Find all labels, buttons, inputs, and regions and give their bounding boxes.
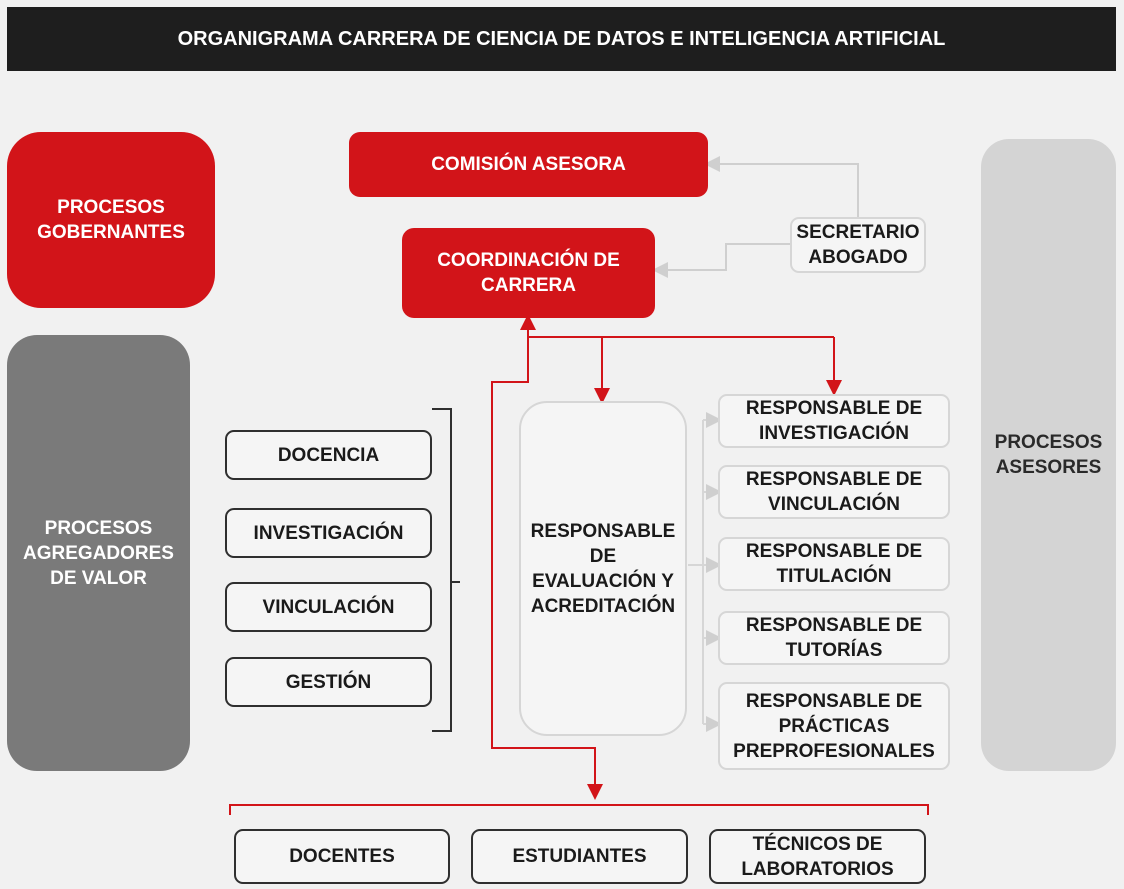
area-docencia-box: DOCENCIA	[225, 430, 432, 480]
estudiantes-box: ESTUDIANTES	[471, 829, 688, 884]
area-investigacion-box: INVESTIGACIÓN	[225, 508, 432, 558]
tecnicos-laboratorios-box: TÉCNICOS DE LABORATORIOS	[709, 829, 926, 884]
responsable-investigacion-box: RESPONSABLE DE INVESTIGACIÓN	[718, 394, 950, 448]
areas-bracket	[432, 408, 452, 732]
responsable-practicas-box: RESPONSABLE DE PRÁCTICAS PREPROFESIONALE…	[718, 682, 950, 770]
responsable-evaluacion-box: RESPONSABLE DE EVALUACIÓN Y ACREDITACIÓN	[519, 401, 687, 736]
procesos-agregadores-block: PROCESOS AGREGADORES DE VALOR	[7, 335, 190, 771]
area-gestion-box: GESTIÓN	[225, 657, 432, 707]
responsable-tutorias-box: RESPONSABLE DE TUTORÍAS	[718, 611, 950, 665]
responsable-vinculacion-box: RESPONSABLE DE VINCULACIÓN	[718, 465, 950, 519]
secretario-connectors	[652, 156, 859, 278]
secretario-abogado-box: SECRETARIO ABOGADO	[790, 217, 926, 273]
procesos-asesores-block: PROCESOS ASESORES	[981, 139, 1116, 771]
comision-asesora-box: COMISIÓN ASESORA	[349, 132, 708, 197]
procesos-gobernantes-block: PROCESOS GOBERNANTES	[7, 132, 215, 308]
coordinacion-carrera-box: COORDINACIÓN DE CARRERA	[402, 228, 655, 318]
responsable-titulacion-box: RESPONSABLE DE TITULACIÓN	[718, 537, 950, 591]
page-title: ORGANIGRAMA CARRERA DE CIENCIA DE DATOS …	[7, 7, 1116, 71]
area-vinculacion-box: VINCULACIÓN	[225, 582, 432, 632]
responsables-connectors	[688, 412, 722, 732]
coordinacion-connectors	[229, 314, 929, 815]
docentes-box: DOCENTES	[234, 829, 450, 884]
